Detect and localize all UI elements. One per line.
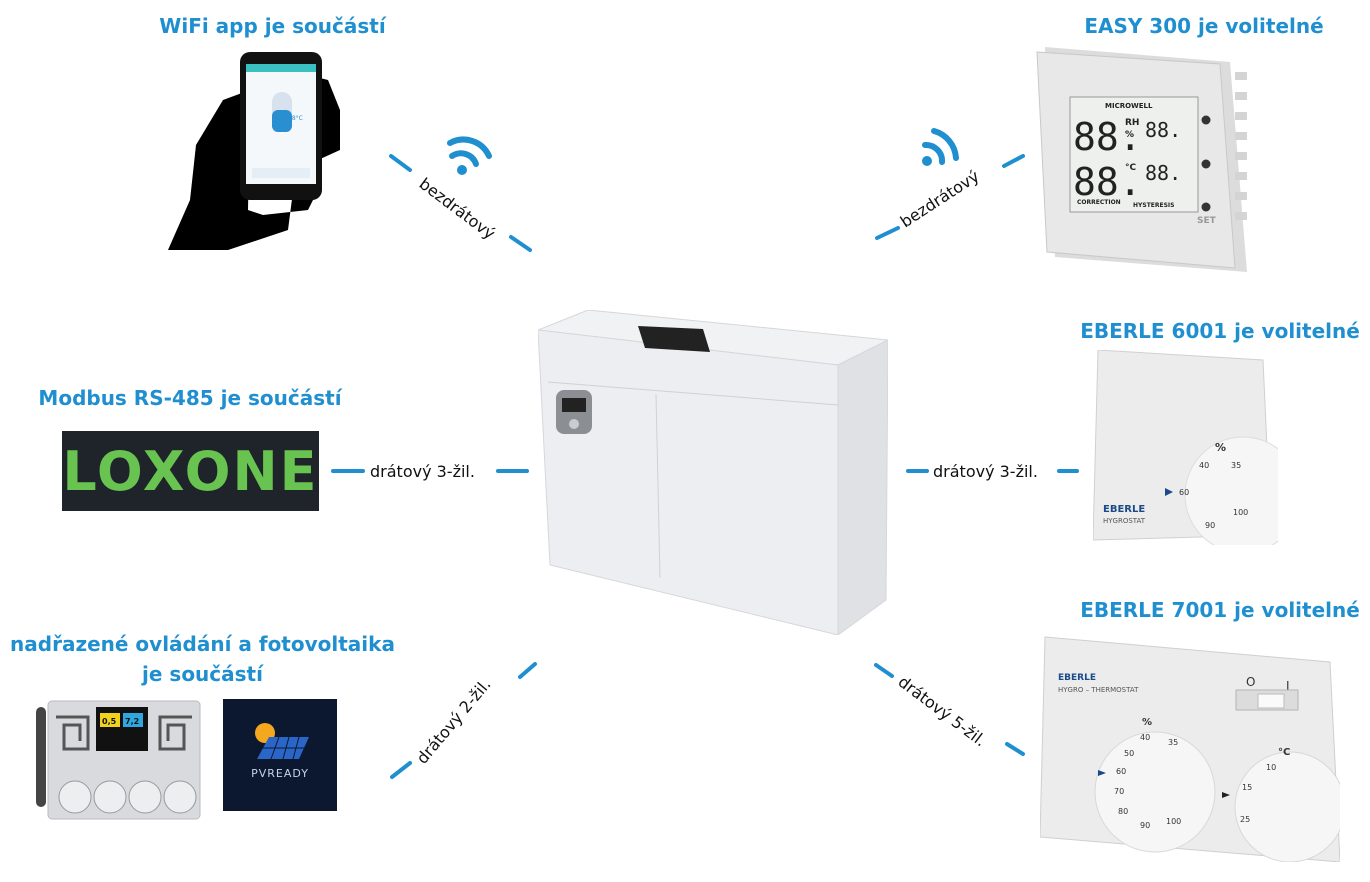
wifi-icon-left	[447, 136, 492, 175]
wifi-icon-right	[922, 128, 959, 166]
svg-text:HYGRO – THERMOSTAT: HYGRO – THERMOSTAT	[1058, 686, 1139, 694]
eberle-6001-dial	[1184, 436, 1278, 545]
eberle-7001-hygro-thermostat: EBERLE HYGRO – THERMOSTAT O I % 40 35 50…	[1040, 636, 1340, 862]
svg-text:EBERLE: EBERLE	[1058, 673, 1096, 683]
connection-easy-seg2	[875, 226, 900, 240]
dosing-station: 0,5 7,2	[36, 700, 201, 820]
eberle-7001-temperature-dial	[1234, 751, 1340, 862]
svg-text:°C: °C	[1278, 747, 1290, 758]
label-eberle7001-connection: drátový 5-žil.	[895, 672, 990, 750]
svg-text:80: 80	[1118, 807, 1128, 816]
svg-text:MICROWELL: MICROWELL	[1105, 102, 1153, 110]
connection-eberle7001-seg2	[1005, 742, 1025, 756]
svg-text:50: 50	[1124, 749, 1134, 758]
easy-300-controller: MICROWELL 88. 88. RH % °C 88. 88. CORREC…	[1036, 47, 1247, 272]
svg-text:EBERLE: EBERLE	[1103, 504, 1145, 515]
svg-text:88.: 88.	[1145, 161, 1181, 185]
svg-text:7,2: 7,2	[125, 717, 139, 726]
svg-text:60: 60	[1179, 488, 1189, 497]
connection-superior-seg2	[390, 761, 412, 779]
svg-text:100: 100	[1233, 508, 1248, 517]
loxone-logo: LOXONE	[62, 431, 319, 511]
svg-text:25: 25	[1240, 815, 1250, 824]
svg-text:100: 100	[1166, 817, 1181, 826]
svg-text:88.: 88.	[1073, 160, 1142, 204]
eberle-6001-hygrostat: % 40 35 60 100 90 EBERLE HYGROSTAT	[1093, 350, 1278, 545]
connection-easy-seg1	[1002, 154, 1025, 168]
pvready-logo-text: PVREADY	[251, 767, 309, 780]
svg-text:10: 10	[1266, 763, 1276, 772]
easy-lcd	[1069, 96, 1199, 213]
svg-text:40: 40	[1140, 733, 1150, 742]
svg-text:70: 70	[1114, 787, 1124, 796]
svg-text:88.: 88.	[1073, 115, 1142, 159]
svg-text:88.: 88.	[1145, 118, 1181, 142]
loxone-logo-text: LOXONE	[62, 439, 319, 503]
svg-text:CORRECTION: CORRECTION	[1077, 199, 1121, 206]
heading-easy-300: EASY 300 je volitelné	[1084, 14, 1324, 38]
phone-in-hand-illustration: 48°C	[168, 52, 340, 250]
svg-text:35: 35	[1168, 738, 1178, 747]
svg-text:RH: RH	[1125, 118, 1139, 128]
connection-wifi-seg2	[509, 235, 532, 252]
hand-shape	[168, 75, 340, 250]
connection-wifi-seg1	[389, 154, 412, 172]
label-loxone-connection: drátový 3-žil.	[370, 462, 475, 481]
heading-modbus: Modbus RS-485 je součástí	[38, 386, 342, 410]
svg-text:60: 60	[1116, 767, 1126, 776]
connection-eberle7001-seg1	[874, 663, 894, 678]
svg-text:%: %	[1215, 441, 1226, 454]
label-eberle6001-connection: drátový 3-žil.	[933, 462, 1038, 481]
svg-text:%: %	[1142, 717, 1152, 728]
label-superior-connection: drátový 2-žil.	[413, 675, 495, 768]
svg-text:90: 90	[1205, 521, 1215, 530]
svg-text:HYGROSTAT: HYGROSTAT	[1103, 517, 1146, 525]
svg-text:0,5: 0,5	[102, 717, 117, 726]
solar-panel-icon	[255, 723, 309, 760]
label-easy-connection: bezdrátový	[897, 166, 983, 231]
svg-text:40: 40	[1199, 461, 1209, 470]
svg-text:°C: °C	[1125, 163, 1137, 173]
svg-text:%: %	[1125, 130, 1134, 140]
heading-eberle-7001: EBERLE 7001 je volitelné	[1080, 598, 1360, 622]
svg-text:HYSTERESIS: HYSTERESIS	[1133, 202, 1174, 209]
pvready-logo: PVREADY	[223, 699, 337, 811]
heading-superior-control-line2: je součástí	[142, 662, 263, 686]
svg-text:35: 35	[1231, 461, 1241, 470]
heading-wifi-app: WiFi app je součástí	[159, 14, 386, 38]
svg-text:15: 15	[1242, 783, 1252, 792]
svg-text:SET: SET	[1197, 216, 1217, 226]
svg-text:O: O	[1246, 675, 1255, 689]
label-wifi-connection: bezdrátový	[416, 174, 499, 243]
connection-superior-seg1	[518, 662, 537, 679]
svg-text:48°C: 48°C	[288, 115, 303, 122]
eberle-7001-humidity-dial	[1094, 731, 1216, 853]
svg-text:90: 90	[1140, 821, 1150, 830]
heading-eberle-6001: EBERLE 6001 je volitelné	[1080, 319, 1360, 343]
dehumidifier-unit	[538, 310, 888, 635]
svg-text:I: I	[1286, 679, 1290, 693]
heading-superior-control-line1: nadřazené ovládání a fotovoltaika	[10, 632, 395, 656]
